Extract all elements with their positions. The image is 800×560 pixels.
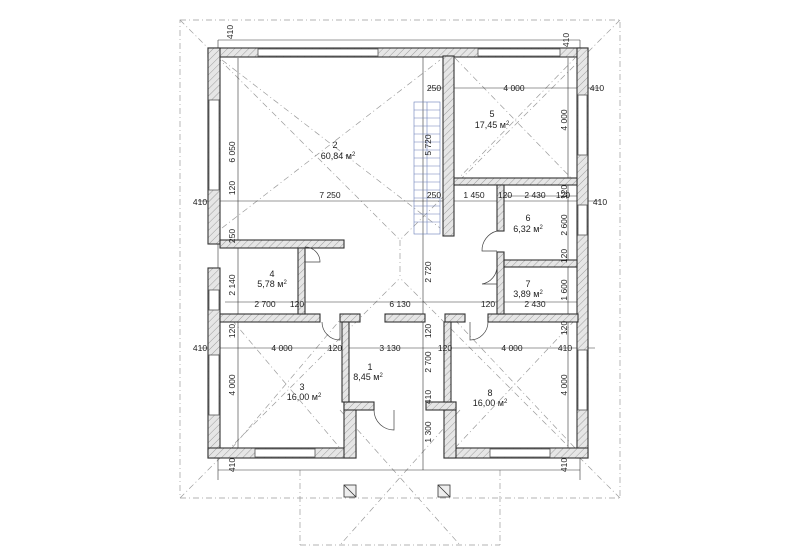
dim-label: 410 [559,458,569,472]
dim-label: 4 000 [503,83,525,93]
dim-label: 4 000 [559,374,569,396]
roof-lines [179,19,621,546]
porch-columns [343,484,451,498]
room-7-area: 3,89 м2 [513,289,543,299]
dim-label: 2 700 [254,299,276,309]
dim-label: 1 300 [423,421,433,443]
dim-label: 120 [290,299,304,309]
room-1-area: 8,45 м2 [353,372,383,382]
dim-label: 120 [559,249,569,263]
dim-label: 410 [558,343,572,353]
dimension-labels-horizontal: 7 250 250 1 450 120 2 430 120 410 410 25… [193,83,607,353]
room-6-area: 6,32 м2 [513,224,543,234]
dim-label: 2 700 [423,351,433,373]
dim-label: 4 000 [501,343,523,353]
dim-label: 410 [193,197,207,207]
dim-label: 2 600 [559,214,569,236]
dim-label: 2 430 [524,299,546,309]
dim-label: 410 [423,390,433,404]
dim-label: 250 [427,83,441,93]
room-5-num: 5 [489,109,494,119]
dim-label: 410 [193,343,207,353]
dim-label: 410 [593,197,607,207]
dim-label: 120 [328,343,342,353]
dim-label: 7 250 [319,190,341,200]
windows [208,48,588,458]
dim-label: 410 [225,25,235,39]
dim-label: 1 600 [559,279,569,301]
dimension-labels-vertical: 410 410 6 050 250 2 140 120 4 000 410 5 … [225,25,571,472]
dim-label: 6 050 [227,141,237,163]
dim-label: 2 430 [524,190,546,200]
walls [207,47,589,459]
dim-label: 6 130 [389,299,411,309]
dim-label: 120 [423,324,433,338]
dim-label: 410 [561,33,571,47]
dim-label: 120 [556,190,570,200]
dim-label: 3 130 [379,343,401,353]
dim-label: 4 000 [559,109,569,131]
dim-label: 2 140 [227,274,237,296]
dim-label: 2 720 [423,261,433,283]
dim-label: 250 [227,229,237,243]
dim-label: 250 [427,190,441,200]
dim-label: 1 450 [463,190,485,200]
dim-label: 410 [590,83,604,93]
room-8-area: 16,00 м2 [473,398,508,408]
dim-label: 120 [559,321,569,335]
room-5-area: 17,45 м2 [475,120,510,130]
room-2-area: 60,84 м2 [321,151,356,161]
room-2-num: 2 [332,140,337,150]
doors [304,230,498,431]
dim-label: 5 720 [423,134,433,156]
dim-label: 4 000 [271,343,293,353]
dim-label: 4 000 [227,374,237,396]
stairs [413,101,441,235]
room-labels: 1 8,45 м2 2 60,84 м2 3 16,00 м2 4 5,78 м… [257,109,543,408]
dim-label: 120 [498,190,512,200]
room-3-num: 3 [299,382,304,392]
dim-label: 410 [227,458,237,472]
room-4-area: 5,78 м2 [257,279,287,289]
room-7-num: 7 [525,279,530,289]
room-3-area: 16,00 м2 [287,392,322,402]
room-6-num: 6 [525,213,530,223]
dim-label: 120 [481,299,495,309]
dim-label: 120 [559,185,569,199]
dim-label: 120 [438,343,452,353]
dim-label: 120 [227,181,237,195]
room-4-num: 4 [269,269,274,279]
dim-label: 120 [227,324,237,338]
room-1-num: 1 [367,362,372,372]
room-8-num: 8 [487,388,492,398]
